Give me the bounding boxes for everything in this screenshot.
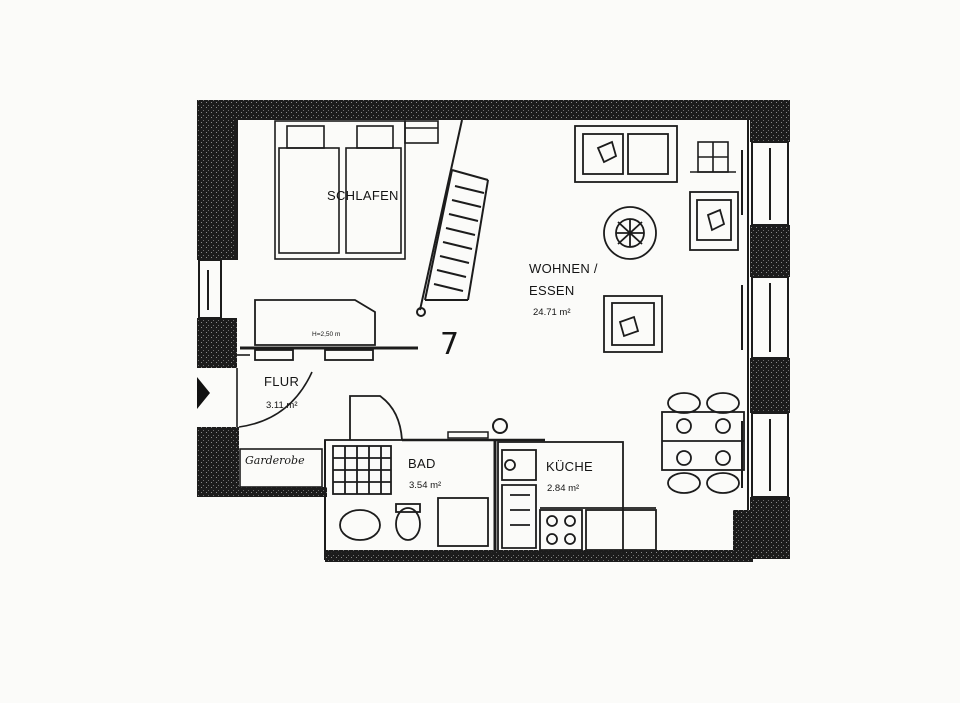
entrance-arrow-icon [197, 377, 210, 409]
wall-bottom-step [733, 510, 753, 562]
armchair-center [603, 295, 663, 353]
double-bed [274, 120, 439, 260]
garderobe-shelf [239, 448, 323, 488]
sofa [574, 125, 678, 183]
stove [539, 509, 583, 551]
room-label-wohnen: WOHNEN / [529, 261, 598, 276]
armchair-right [689, 191, 739, 251]
sink-icon [339, 509, 381, 541]
area-wohnen: 24.71 m² [533, 307, 571, 318]
round-table-plant [603, 206, 657, 260]
dining-chair [667, 472, 701, 494]
dining-chair [706, 392, 740, 414]
kitchen-top-wall [402, 418, 545, 442]
dining-table [661, 392, 745, 494]
washing-machine [437, 497, 489, 547]
kitchen-sink [501, 449, 537, 481]
wall-right-bottom [750, 497, 790, 559]
wall-left-upper [197, 100, 237, 260]
number-mark: 7 [440, 327, 460, 362]
area-flur: 3.11 m² [266, 400, 298, 411]
room-label-kueche: KÜCHE [546, 459, 594, 474]
wall-top [197, 100, 790, 119]
stair-ladder [416, 119, 489, 317]
wall-left-lower [197, 427, 239, 497]
window-left [198, 259, 222, 319]
garderobe-label: Garderobe [245, 454, 305, 467]
bath-door [349, 395, 403, 441]
wall-right-top [750, 100, 790, 142]
room-label-bad: BAD [408, 456, 436, 471]
outer-walls [197, 100, 790, 562]
wardrobe [240, 299, 418, 361]
windows-right [751, 141, 789, 498]
room-label-flur: FLUR [264, 374, 300, 389]
room-label-essen: ESSEN [529, 283, 575, 298]
dining-chair [706, 472, 740, 494]
area-kueche: 2.84 m² [547, 483, 580, 494]
room-label-schlafen: SCHLAFEN [327, 188, 399, 203]
wall-right-pier1 [750, 225, 790, 277]
wall-left-mid [197, 318, 237, 368]
entrance-door [236, 368, 313, 428]
kitchen [497, 441, 657, 553]
toilet-icon [395, 507, 421, 541]
pillow-right [356, 125, 394, 149]
wall-right-pier2 [750, 358, 790, 413]
bathroom [324, 395, 497, 554]
wall-left-bottom [197, 487, 327, 497]
area-bad: 3.54 m² [409, 480, 442, 491]
side-table [690, 141, 736, 173]
dining-chair [667, 392, 701, 414]
pillow-left [286, 125, 325, 149]
fridge [501, 484, 537, 549]
wardrobe-dimension: H=2,50 m [312, 331, 341, 338]
